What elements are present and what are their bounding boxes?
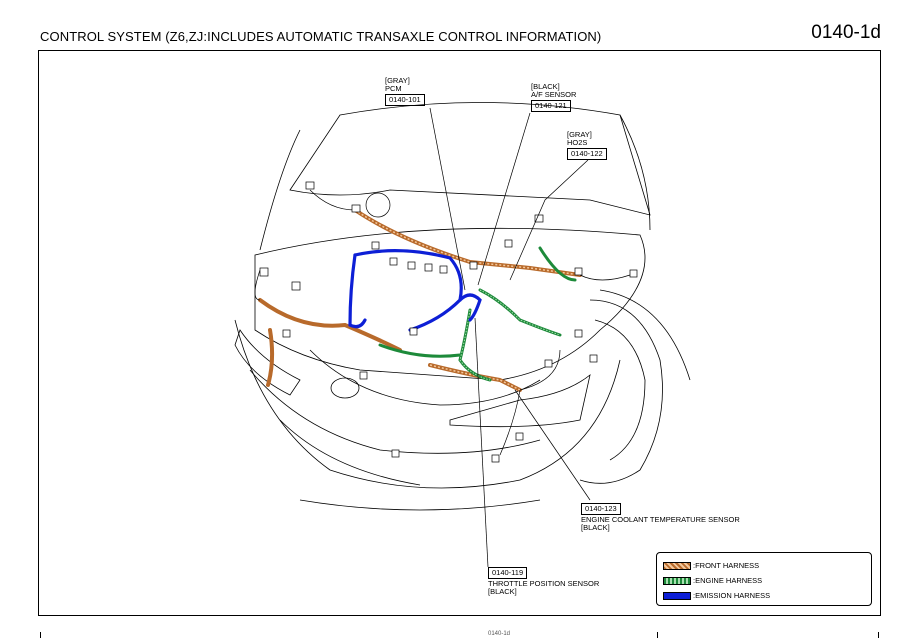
footer-mark: 0140-1d — [488, 631, 511, 637]
harness-legend: :FRONT HARNESS :ENGINE HARNESS :EMISSION… — [656, 552, 872, 606]
callout-pcm-name: PCM — [385, 84, 402, 93]
legend-row-front: :FRONT HARNESS — [663, 561, 759, 570]
callout-pcm-code[interactable]: 0140-101 — [385, 94, 425, 106]
legend-row-emission: :EMISSION HARNESS — [663, 591, 770, 600]
callout-tps-color: [BLACK] — [488, 587, 517, 596]
bottom-rule-left — [40, 632, 41, 638]
connectors — [259, 181, 638, 463]
engine-harness-swatch — [663, 576, 691, 585]
diagram-frame — [38, 50, 881, 616]
front-harness — [258, 208, 582, 392]
front-harness-texture — [354, 209, 581, 391]
legend-label-front: :FRONT HARNESS — [693, 561, 760, 570]
bottom-rule-mid — [657, 632, 658, 638]
page-title: CONTROL SYSTEM (Z6,ZJ:INCLUDES AUTOMATIC… — [40, 29, 602, 44]
callout-ect-name: ENGINE COOLANT TEMPERATURE SENSOR — [581, 515, 740, 524]
callout-tps-name: THROTTLE POSITION SENSOR — [488, 579, 600, 588]
callout-pcm: [GRAY] PCM 0140-101 — [385, 77, 425, 107]
emission-harness-swatch — [663, 591, 691, 600]
callout-pcm-color: [GRAY] — [385, 76, 410, 85]
callout-tps: 0140-119 THROTTLE POSITION SENSOR [BLACK… — [488, 566, 599, 596]
callout-ect-code[interactable]: 0140-123 — [581, 503, 621, 515]
front-harness-branches — [254, 189, 631, 456]
callout-af-name: A/F SENSOR — [531, 90, 577, 99]
bottom-rule-right — [878, 632, 879, 638]
page-code: 0140-1d — [811, 22, 881, 43]
callout-ect-sensor: 0140-123 ENGINE COOLANT TEMPERATURE SENS… — [581, 502, 740, 532]
callout-ho2s-code[interactable]: 0140-122 — [567, 148, 607, 160]
leader-lines — [429, 107, 591, 568]
callout-ect-color: [BLACK] — [581, 523, 610, 532]
callout-af-sensor: [BLACK] A/F SENSOR 0140-121 — [531, 83, 576, 113]
legend-label-engine: :ENGINE HARNESS — [693, 576, 763, 585]
callout-ho2s-color: [GRAY] — [567, 130, 592, 139]
car-outline — [234, 102, 691, 511]
callout-tps-code[interactable]: 0140-119 — [488, 567, 528, 579]
callout-ho2s-name: HO2S — [567, 138, 588, 147]
callout-af-code[interactable]: 0140-121 — [531, 100, 571, 112]
callout-ho2s: [GRAY] HO2S 0140-122 — [567, 131, 607, 161]
callout-af-color: [BLACK] — [531, 82, 560, 91]
front-harness-swatch — [663, 561, 691, 570]
legend-label-emission: :EMISSION HARNESS — [693, 591, 771, 600]
engine-harness-texture — [459, 289, 561, 381]
legend-row-engine: :ENGINE HARNESS — [663, 576, 762, 585]
